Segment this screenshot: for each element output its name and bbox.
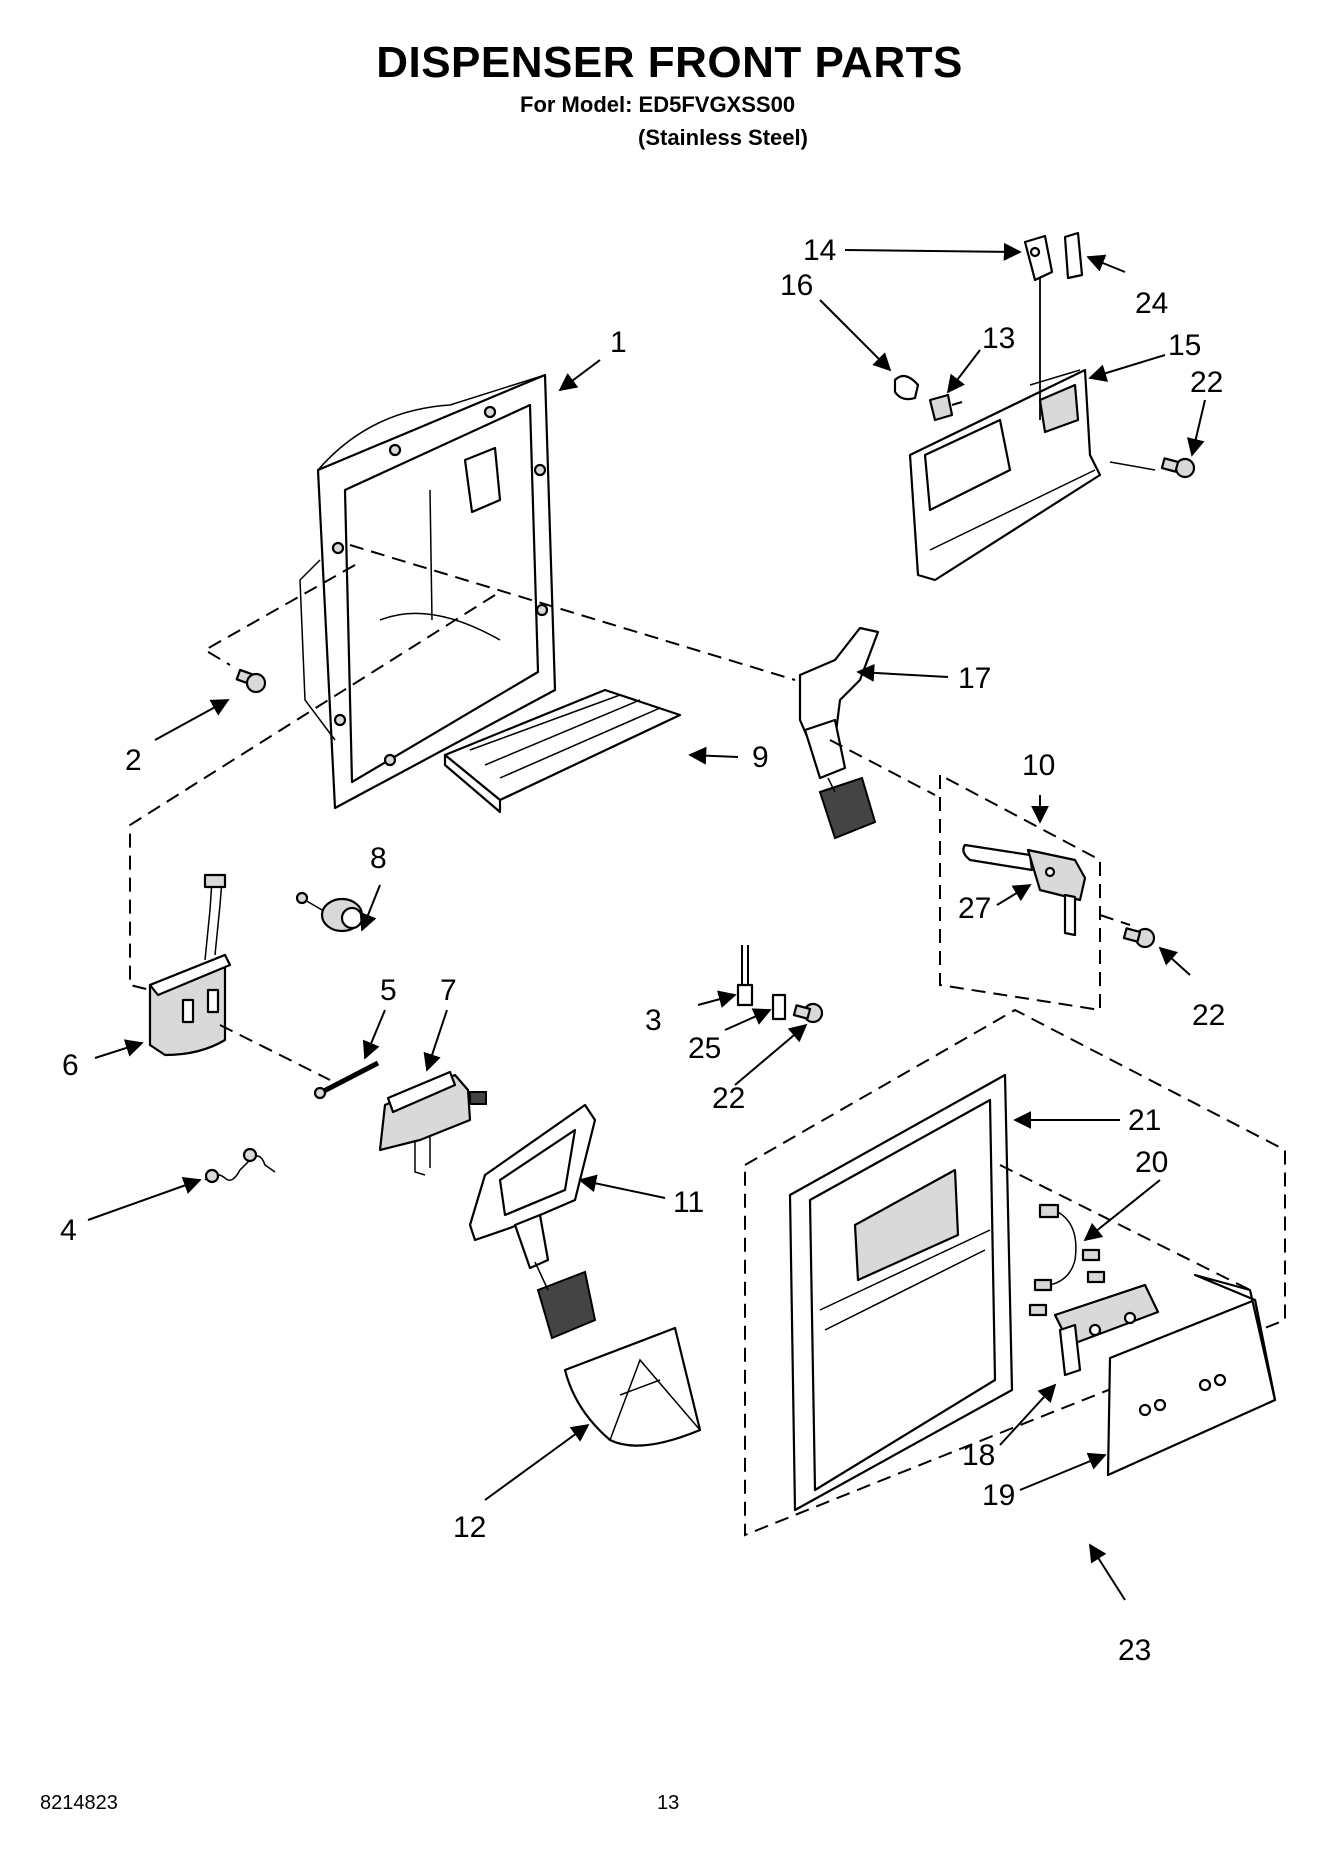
callout-5: 5 bbox=[380, 974, 397, 1007]
document-number: 8214823 bbox=[40, 1792, 118, 1814]
part-18-control-board bbox=[1053, 1283, 1160, 1377]
callout-11: 11 bbox=[673, 1186, 704, 1219]
callout-25: 25 bbox=[688, 1032, 721, 1065]
callout-6: 6 bbox=[62, 1049, 79, 1082]
part-1-dispenser-housing bbox=[299, 373, 557, 810]
callout-27: 27 bbox=[958, 892, 991, 925]
callout-21: 21 bbox=[1128, 1104, 1161, 1137]
callout-22-b: 22 bbox=[1192, 999, 1225, 1032]
page-number: 13 bbox=[657, 1792, 680, 1814]
callout-19: 19 bbox=[982, 1479, 1015, 1512]
part-4-spring bbox=[204, 1147, 276, 1184]
part-23-front-panel-assembly bbox=[744, 1008, 1286, 1537]
callout-12: 12 bbox=[453, 1511, 486, 1544]
part-16-bulb bbox=[893, 374, 920, 401]
part-3-clip bbox=[736, 945, 754, 1007]
callout-7: 7 bbox=[440, 974, 457, 1007]
callout-23: 23 bbox=[1118, 1634, 1151, 1667]
callout-24: 24 bbox=[1135, 287, 1168, 320]
model-line: For Model: ED5FVGXSS00 bbox=[520, 92, 796, 117]
part-8-switch bbox=[295, 891, 364, 933]
callout-17: 17 bbox=[958, 662, 991, 695]
callout-9: 9 bbox=[752, 741, 769, 774]
part-21-front-bezel bbox=[788, 1073, 1014, 1512]
part-14-switch bbox=[1023, 234, 1054, 282]
part-5-pin bbox=[313, 1060, 380, 1100]
part-22-screw-a bbox=[1160, 457, 1196, 479]
part-25-clip-plate bbox=[771, 993, 787, 1021]
finish-line: (Stainless Steel) bbox=[638, 125, 808, 150]
callout-numbers: 1 2 9 8 6 5 7 4 11 12 17 10 27 22 14 16 … bbox=[60, 234, 1225, 1667]
part-10-lever-assembly bbox=[939, 773, 1101, 1012]
callout-22-c: 22 bbox=[712, 1082, 745, 1115]
part-2-screw bbox=[235, 668, 267, 694]
part-7-actuator-bracket bbox=[378, 1070, 487, 1176]
part-22-screw-b bbox=[1122, 927, 1156, 949]
part-12-ice-funnel bbox=[563, 1326, 702, 1447]
part-24-insulator bbox=[1063, 231, 1084, 280]
callout-1: 1 bbox=[610, 326, 627, 359]
callout-14: 14 bbox=[803, 234, 836, 267]
callout-18: 18 bbox=[962, 1439, 995, 1472]
callout-13: 13 bbox=[982, 322, 1015, 355]
part-22-screw-c bbox=[792, 1002, 824, 1024]
callout-15: 15 bbox=[1168, 329, 1201, 362]
callout-leaders bbox=[87, 242, 1206, 1601]
callout-2: 2 bbox=[125, 744, 142, 777]
callout-4: 4 bbox=[60, 1214, 77, 1247]
callout-3: 3 bbox=[645, 1004, 662, 1037]
part-6-control-module bbox=[148, 873, 232, 1057]
callout-16: 16 bbox=[780, 269, 813, 302]
callout-20: 20 bbox=[1135, 1146, 1168, 1179]
alignment-lines bbox=[129, 461, 1251, 1291]
part-13-socket bbox=[928, 393, 963, 422]
callout-10: 10 bbox=[1022, 749, 1055, 782]
callout-22-a: 22 bbox=[1190, 366, 1223, 399]
part-17-water-paddle bbox=[798, 626, 880, 840]
part-19-control-overlay bbox=[1106, 1273, 1277, 1477]
part-9-drip-tray bbox=[443, 688, 682, 814]
part-20-wire-harness bbox=[1028, 1203, 1106, 1317]
callout-8: 8 bbox=[370, 842, 387, 875]
part-15-upper-housing bbox=[908, 268, 1102, 582]
page-title: DISPENSER FRONT PARTS bbox=[376, 38, 963, 87]
part-11-ice-paddle bbox=[468, 1103, 597, 1340]
